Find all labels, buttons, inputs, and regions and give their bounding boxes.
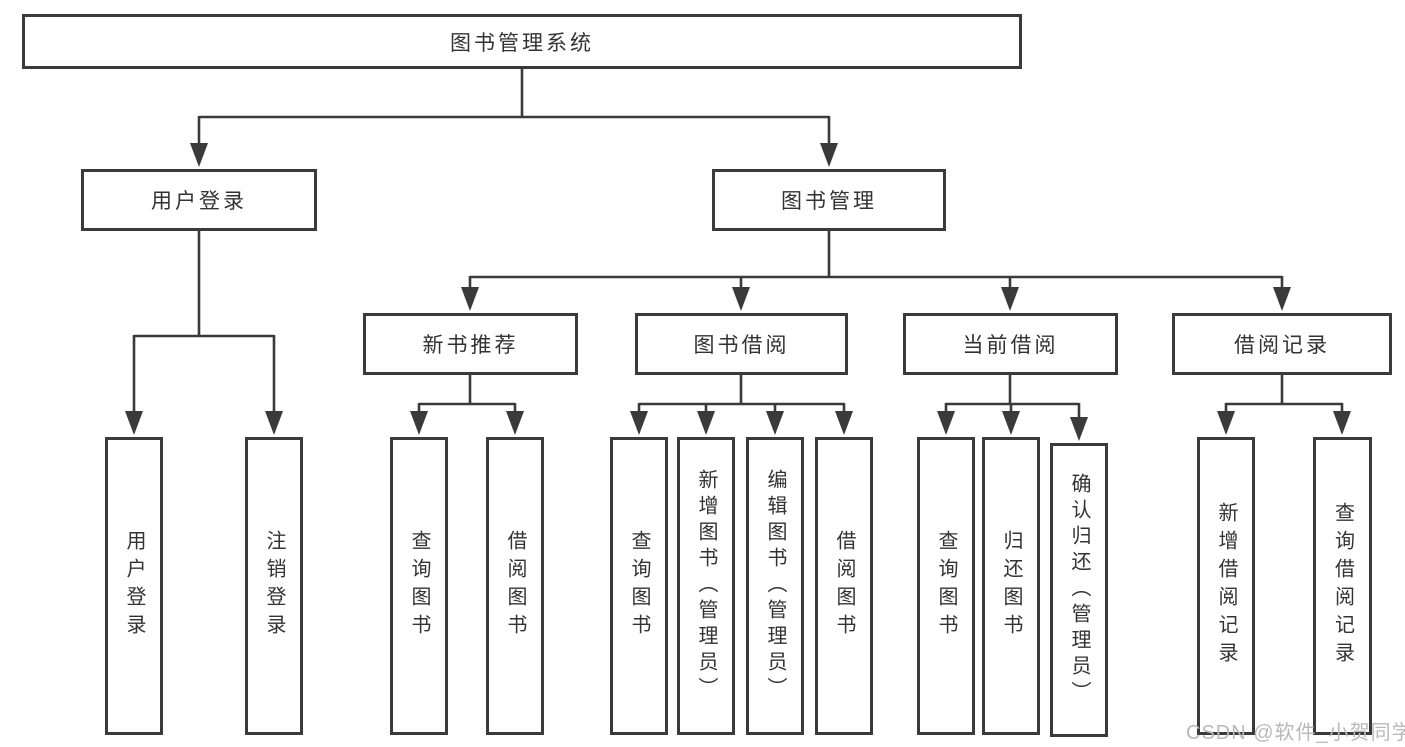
leaf-add-borrow-record: 新增借阅记录	[1197, 437, 1255, 735]
leaf-borrow-books: 借阅图书	[815, 437, 873, 735]
node-label: 图书管理	[781, 190, 877, 213]
node-label: 注销登录	[263, 530, 285, 642]
leaf-borrow-books-recommend: 借阅图书	[486, 437, 544, 735]
node-book-management: 图书管理	[712, 169, 946, 231]
node-label: 新增图书（管理员）	[695, 469, 717, 703]
leaf-query-books-borrowing: 查询图书	[610, 437, 668, 735]
csdn-watermark: CSDN @软件_小贺同学	[1186, 722, 1405, 744]
leaf-query-books-recommend: 查询图书	[390, 437, 448, 735]
node-label: 确认归还（管理员）	[1068, 473, 1090, 707]
node-label: 借阅图书	[833, 530, 855, 642]
leaf-add-books-admin: 新增图书（管理员）	[677, 437, 735, 735]
node-label: 用户登录	[123, 530, 145, 642]
node-label: 查询图书	[408, 530, 430, 642]
leaf-confirm-return-admin: 确认归还（管理员）	[1050, 443, 1108, 737]
node-user-login: 用户登录	[81, 169, 317, 231]
node-label: 借阅图书	[504, 530, 526, 642]
node-label: 归还图书	[1000, 530, 1022, 642]
node-new-book-recommendation: 新书推荐	[363, 313, 578, 375]
leaf-user-login: 用户登录	[105, 437, 163, 735]
leaf-return-books: 归还图书	[982, 437, 1040, 735]
node-label: 当前借阅	[962, 334, 1059, 357]
node-label: 新增借阅记录	[1215, 502, 1237, 670]
node-label: 查询图书	[628, 530, 650, 642]
node-label: 图书管理系统	[450, 31, 594, 55]
leaf-edit-books-admin: 编辑图书（管理员）	[746, 437, 804, 735]
node-label: 借阅记录	[1234, 334, 1330, 357]
node-book-borrowing: 图书借阅	[635, 313, 848, 375]
node-label: 查询图书	[935, 530, 957, 642]
node-current-borrowing: 当前借阅	[903, 313, 1118, 375]
node-borrowing-records: 借阅记录	[1172, 313, 1392, 375]
node-label: 查询借阅记录	[1331, 502, 1354, 670]
leaf-logout: 注销登录	[245, 437, 303, 735]
node-label: 新书推荐	[422, 334, 519, 357]
node-label: 用户登录	[151, 190, 247, 213]
leaf-query-books-current: 查询图书	[917, 437, 975, 735]
node-root-library-management-system: 图书管理系统	[22, 14, 1022, 69]
node-label: 编辑图书（管理员）	[764, 469, 786, 703]
node-label: 图书借阅	[693, 334, 790, 357]
leaf-query-borrow-record: 查询借阅记录	[1313, 437, 1372, 735]
